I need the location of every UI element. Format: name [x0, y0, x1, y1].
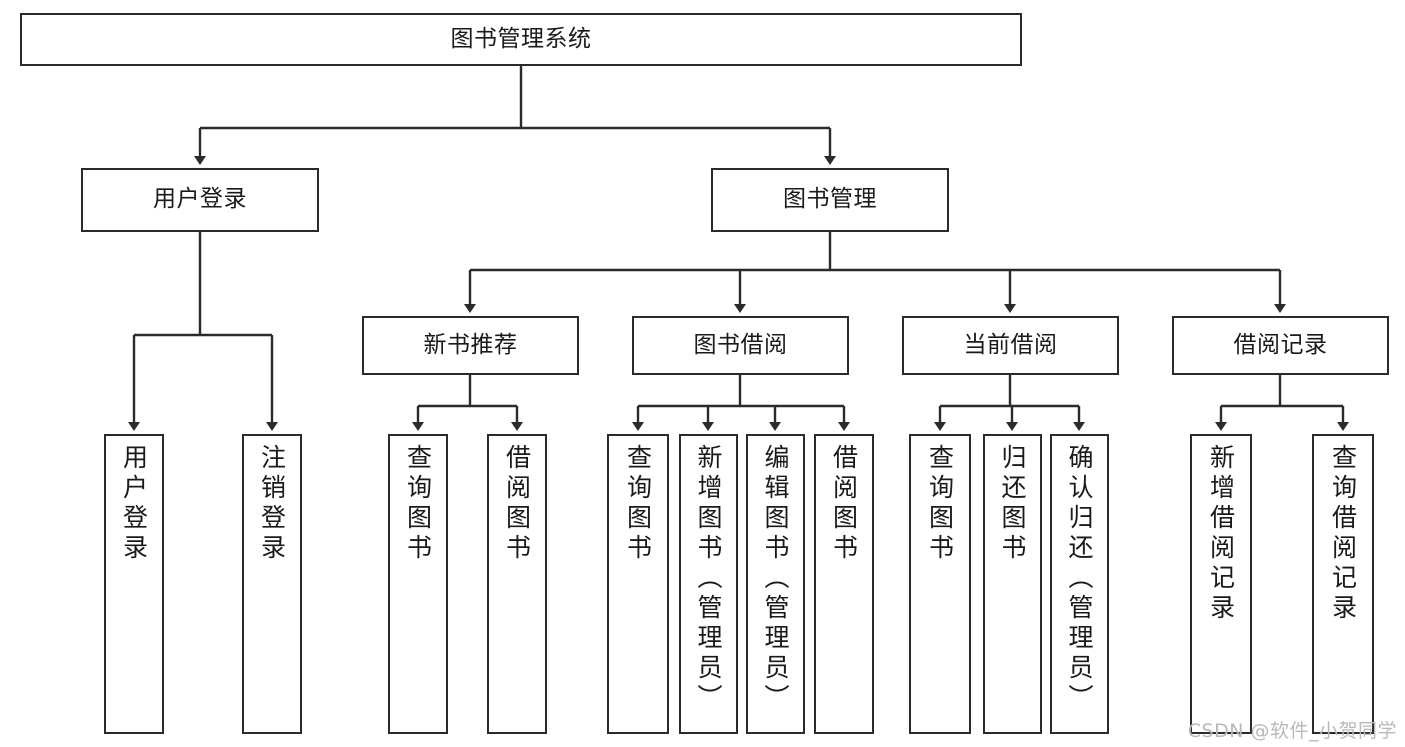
node-leaf-borrow-book-1[interactable]: 借阅图书: [487, 434, 547, 734]
node-leaf-edit-book-label: 编辑图书（管理员）: [761, 444, 790, 714]
node-leaf-return-book[interactable]: 归还图书: [983, 434, 1042, 734]
node-user-login-label: 用户登录: [153, 186, 247, 213]
node-user-login[interactable]: 用户登录: [81, 168, 319, 232]
node-leaf-add-book-label: 新增图书（管理员）: [694, 444, 723, 714]
watermark: CSDN @软件_小贺同学: [1187, 720, 1397, 742]
node-leaf-query-book-1-label: 查询图书: [403, 444, 433, 564]
node-root[interactable]: 图书管理系统: [20, 13, 1022, 66]
node-leaf-user-login[interactable]: 用户登录: [104, 434, 164, 734]
node-leaf-add-borrow-record[interactable]: 新增借阅记录: [1190, 434, 1252, 734]
node-leaf-borrow-book-2-label: 借阅图书: [829, 444, 859, 564]
node-leaf-edit-book[interactable]: 编辑图书（管理员）: [746, 434, 805, 734]
node-root-label: 图书管理系统: [450, 25, 592, 52]
node-leaf-confirm-return-label: 确认归还（管理员）: [1065, 444, 1094, 714]
node-book-borrow-label: 图书借阅: [693, 331, 788, 358]
node-leaf-borrow-book-2[interactable]: 借阅图书: [814, 434, 874, 734]
node-leaf-query-borrow-record[interactable]: 查询借阅记录: [1312, 434, 1374, 734]
node-book-management[interactable]: 图书管理: [711, 168, 949, 232]
node-book-management-label: 图书管理: [783, 186, 877, 213]
node-book-borrow[interactable]: 图书借阅: [632, 316, 849, 375]
node-leaf-return-book-label: 归还图书: [998, 444, 1027, 564]
node-leaf-logout-label: 注销登录: [257, 444, 287, 564]
node-new-book-recommend[interactable]: 新书推荐: [362, 316, 579, 375]
node-leaf-logout[interactable]: 注销登录: [242, 434, 302, 734]
node-leaf-query-book-2-label: 查询图书: [623, 444, 653, 564]
node-leaf-query-book-3-label: 查询图书: [925, 444, 955, 564]
node-current-borrow[interactable]: 当前借阅: [902, 316, 1119, 375]
node-new-book-recommend-label: 新书推荐: [423, 331, 518, 358]
node-leaf-borrow-book-1-label: 借阅图书: [502, 444, 532, 564]
node-borrow-record-label: 借阅记录: [1233, 331, 1328, 358]
node-leaf-query-book-3[interactable]: 查询图书: [909, 434, 971, 734]
node-leaf-query-book-2[interactable]: 查询图书: [607, 434, 669, 734]
node-current-borrow-label: 当前借阅: [963, 331, 1058, 358]
node-leaf-add-book[interactable]: 新增图书（管理员）: [679, 434, 738, 734]
node-borrow-record[interactable]: 借阅记录: [1172, 316, 1389, 375]
node-leaf-confirm-return[interactable]: 确认归还（管理员）: [1050, 434, 1109, 734]
node-leaf-user-login-label: 用户登录: [119, 444, 149, 564]
node-leaf-add-borrow-record-label: 新增借阅记录: [1206, 444, 1236, 624]
node-leaf-query-book-1[interactable]: 查询图书: [388, 434, 448, 734]
node-leaf-query-borrow-record-label: 查询借阅记录: [1328, 444, 1358, 624]
